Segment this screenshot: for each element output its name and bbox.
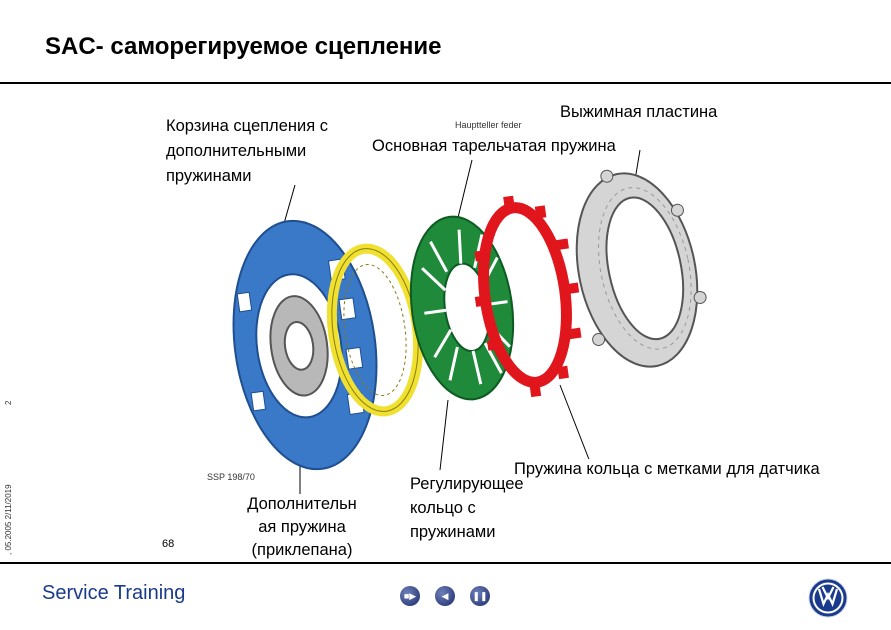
hauptteller-label: Hauptteller feder <box>455 120 522 130</box>
additional-spring-label-line1: Дополнительн <box>230 494 374 514</box>
sensor-spring-label: Пружина кольца с метками для датчика <box>512 459 822 479</box>
pause-button[interactable]: ❚❚ <box>470 586 490 606</box>
service-training-brand: Service Training <box>42 582 186 604</box>
ssp-label: SSP 198/70 <box>207 472 255 482</box>
adjust-ring-label-line2: кольцо с <box>410 499 476 517</box>
first-icon: ■▶ <box>403 590 417 601</box>
basket-label-line2: дополнительными <box>166 142 307 160</box>
adjust-ring-label-line1: Регулирующее <box>410 475 524 493</box>
additional-spring-label-line2: ая пружина <box>230 517 374 537</box>
additional-spring-label-line3: (приклепана) <box>230 540 374 560</box>
pressure-plate-label: Выжимная пластина <box>560 103 718 121</box>
back-button[interactable]: ◀ <box>435 586 455 606</box>
side-number: 2 <box>4 400 13 405</box>
pressure-plate <box>575 169 707 368</box>
page-number: 68 <box>162 538 175 550</box>
leader-line-adjust <box>439 399 449 471</box>
first-slide-button[interactable]: ■▶ <box>400 586 420 606</box>
leader-line-sensor <box>559 384 591 463</box>
side-date: , 05.2005 2/11/2019 <box>4 484 13 555</box>
pause-icon: ❚❚ <box>472 590 488 601</box>
top-divider <box>0 82 891 84</box>
main-spring-label: Основная тарельчатая пружина <box>370 136 618 156</box>
page-title: SAC- саморегируемое сцепление <box>45 33 442 60</box>
adjust-ring-label-line3: пружинами <box>410 523 496 541</box>
basket-label-line1: Корзина сцепления с <box>166 117 328 135</box>
vw-logo-icon <box>808 578 848 618</box>
back-icon: ◀ <box>441 590 449 601</box>
basket-label-line3: пружинами <box>166 167 252 185</box>
bottom-divider <box>0 562 891 564</box>
